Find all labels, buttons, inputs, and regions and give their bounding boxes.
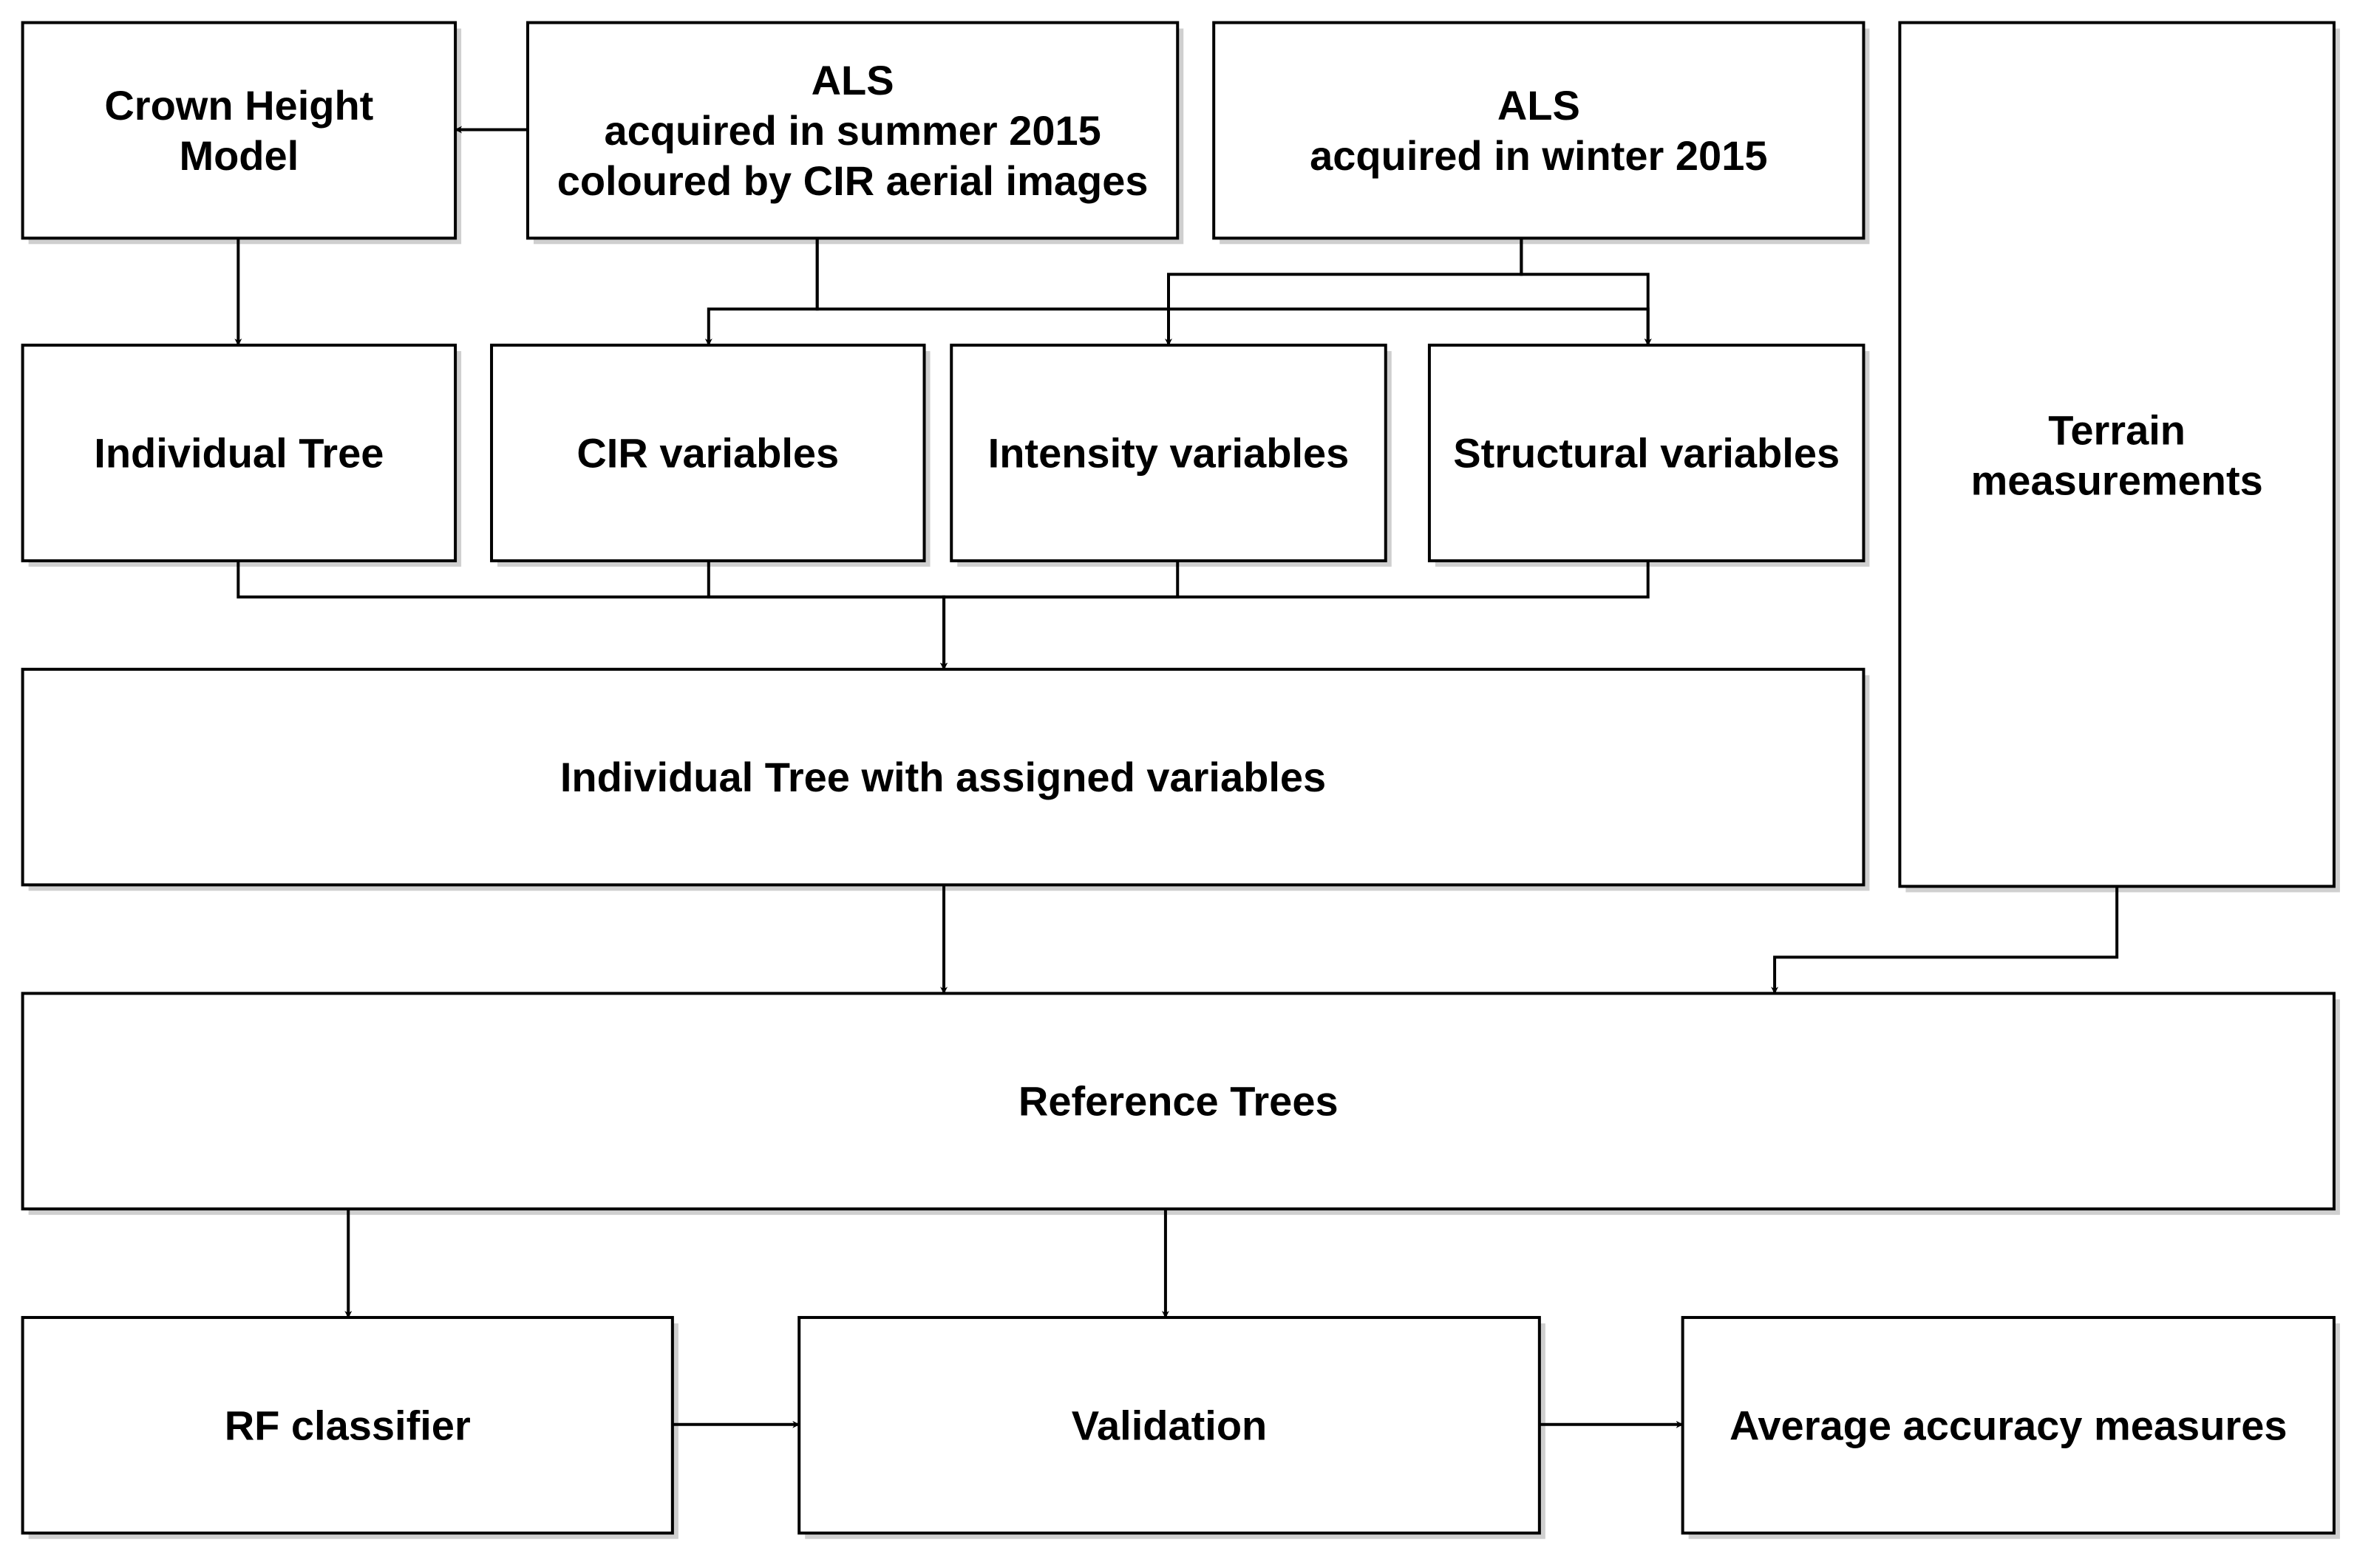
node-validation: Validation xyxy=(797,1315,1541,1535)
node-label: Structural variables xyxy=(1453,430,1840,477)
node-box xyxy=(21,667,1865,887)
node-label: Individual Tree with assigned variables xyxy=(560,754,1326,800)
edge-terrain-to-reference-trees xyxy=(1771,886,2119,995)
edge-als-summer-to-structural-vars xyxy=(815,238,1652,347)
edges xyxy=(234,126,2119,1428)
node-box xyxy=(21,1315,674,1535)
node-individual-tree: Individual Tree xyxy=(21,344,458,562)
node-box xyxy=(21,992,2336,1211)
node-tree-assigned: Individual Tree with assigned variables xyxy=(21,667,1865,887)
node-label: Average accuracy measures xyxy=(1730,1402,2287,1448)
edge-als-summer-to-cir-vars xyxy=(704,238,819,347)
edge-cir-vars-to-tree-assigned xyxy=(707,560,948,670)
node-box xyxy=(1898,21,2336,888)
node-label: Validation xyxy=(1072,1402,1268,1448)
node-label: Terrain xyxy=(2048,407,2186,454)
node-box xyxy=(21,344,458,562)
edge-individual-tree-to-tree-assigned xyxy=(237,560,948,670)
node-label: acquired in summer 2015 xyxy=(604,107,1101,154)
node-box xyxy=(526,21,1180,240)
node-label: ALS xyxy=(1497,82,1580,129)
node-label: RF classifier xyxy=(225,1402,471,1448)
node-label: measurements xyxy=(1971,457,2263,504)
node-reference-trees: Reference Trees xyxy=(21,992,2336,1211)
node-label: Crown Height xyxy=(104,82,373,129)
node-box xyxy=(1681,1315,2336,1535)
node-accuracy: Average accuracy measures xyxy=(1681,1315,2336,1535)
node-label: Intensity variables xyxy=(988,430,1350,477)
node-label: ALS xyxy=(812,57,894,103)
edge-als-winter-to-structural-vars xyxy=(1520,238,1652,347)
node-label: Model xyxy=(179,132,299,179)
node-box xyxy=(21,21,458,240)
edge-structural-vars-to-tree-assigned xyxy=(940,560,1650,670)
node-label: Reference Trees xyxy=(1018,1078,1339,1125)
node-label: Individual Tree xyxy=(94,430,384,477)
node-box xyxy=(950,344,1387,562)
node-box xyxy=(1212,21,1865,240)
node-label: coloured by CIR aerial images xyxy=(557,157,1149,204)
edge-als-winter-to-intensity-vars xyxy=(1165,238,1523,347)
edge-intensity-vars-to-tree-assigned xyxy=(940,560,1180,670)
node-box xyxy=(490,344,926,562)
node-box xyxy=(797,1315,1541,1535)
node-structural-vars: Structural variables xyxy=(1427,344,1865,562)
node-label: CIR variables xyxy=(577,430,839,477)
node-box xyxy=(1427,344,1865,562)
node-cir-vars: CIR variables xyxy=(490,344,926,562)
node-rf: RF classifier xyxy=(21,1315,674,1535)
node-intensity-vars: Intensity variables xyxy=(950,344,1387,562)
node-label: acquired in winter 2015 xyxy=(1310,132,1767,179)
